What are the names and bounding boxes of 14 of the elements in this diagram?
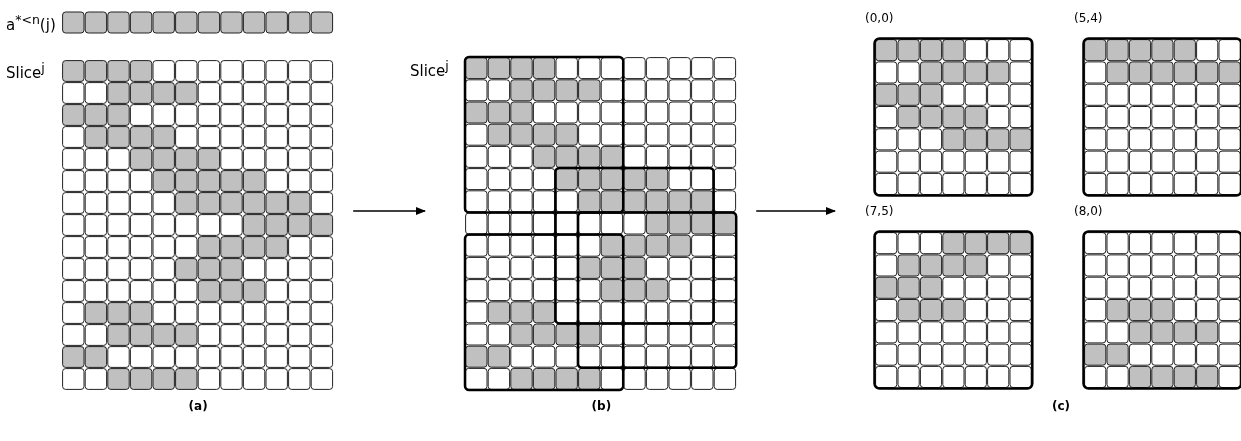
slice-label: Slice$^{j}$ [410, 58, 449, 80]
arrow [352, 207, 426, 215]
cell-grid-drawing [60, 58, 336, 392]
panel-caption: (a) [188, 399, 208, 413]
coordinate-label: (8,0) [1074, 204, 1103, 218]
cell-grid-drawing [463, 55, 739, 392]
arrow [755, 207, 836, 215]
coordinate-label: (5,4) [1074, 11, 1103, 25]
coordinate-label: (7,5) [865, 204, 894, 218]
panel-caption: (b) [591, 399, 612, 413]
panel-caption: (c) [1052, 399, 1071, 413]
slice-label: Slice$^{j}$ [6, 60, 45, 82]
coordinate-label: (0,0) [865, 11, 894, 25]
vector-label: a$^{*<n}$(j) [6, 12, 56, 34]
